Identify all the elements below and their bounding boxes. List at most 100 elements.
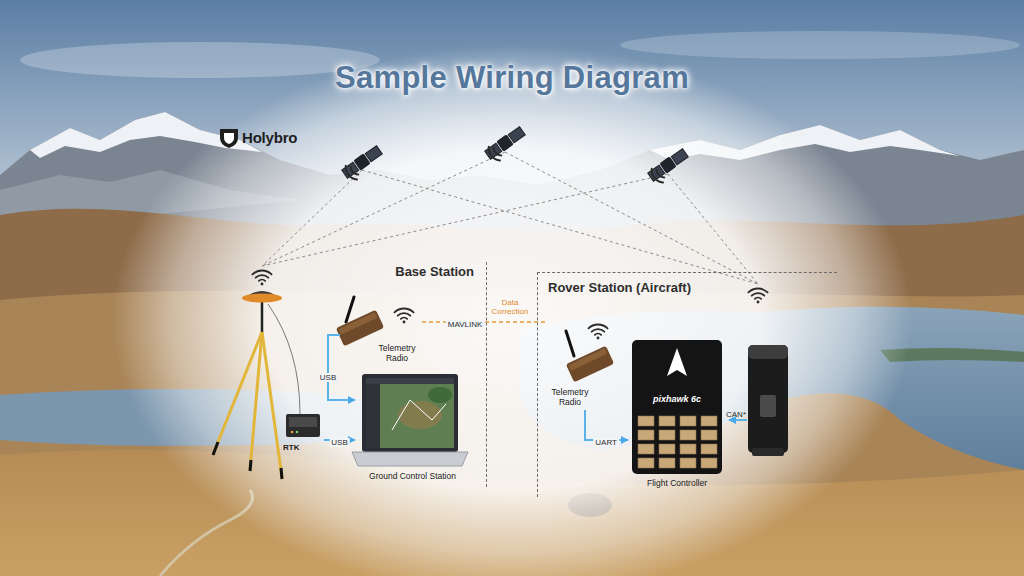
node-label: Telemetry Radio	[374, 344, 420, 364]
laptop-device	[352, 452, 468, 466]
landscape	[112, 45, 912, 576]
can-wire	[729, 420, 747, 421]
landscape	[620, 31, 1020, 59]
laptop-device	[366, 378, 454, 448]
base-gnss-tripod	[268, 304, 300, 414]
base-gnss-tripod	[261, 300, 264, 336]
cable-connector	[585, 410, 628, 440]
laptop-device	[428, 387, 452, 403]
laptop-device	[392, 400, 446, 430]
rtk-receiver	[291, 431, 294, 434]
satellite-signal-line	[505, 152, 758, 284]
wireless-icon	[588, 325, 607, 340]
diagram-title: Sample Wiring Diagram	[335, 60, 689, 95]
label-box: Data Correction	[488, 298, 532, 316]
node-label: Rover Station (Aircraft)	[548, 281, 691, 296]
node-label: Ground Control Station	[369, 472, 456, 482]
rtk-receiver	[286, 414, 320, 437]
flight-controller-device	[659, 416, 675, 426]
satellite-icon	[341, 145, 383, 180]
telemetry-radio-device	[566, 331, 574, 356]
signal-name: USB	[318, 373, 338, 382]
telemetry-radio-device	[336, 297, 384, 346]
node-label: pixhawk 6c	[653, 394, 701, 404]
node-label: RTK	[283, 443, 299, 452]
rover-gps-module	[748, 345, 788, 359]
flight-controller-device	[680, 430, 696, 440]
satellite-icon	[341, 126, 689, 183]
node-caption: Flight Controller	[647, 479, 707, 489]
rtk-receiver	[296, 431, 299, 434]
rover-gps-module	[752, 448, 784, 456]
flight-controller: pixhawk 6c Flight Controller	[628, 338, 726, 492]
flight-controller-device	[680, 444, 696, 454]
flight-controller-device	[638, 416, 654, 426]
node-label: Base Station	[395, 265, 474, 280]
laptop-device	[398, 401, 442, 429]
edge-label-box: MAVLINK	[446, 313, 485, 331]
brand-logo: Holybro	[242, 129, 297, 146]
laptop-device	[352, 374, 468, 466]
satellite-signal-line	[362, 170, 758, 284]
flight-controller-device	[680, 458, 696, 468]
telemetry-radio-device	[338, 312, 377, 334]
flight-controller-device	[667, 348, 687, 376]
data-link	[422, 321, 545, 323]
telemetry-radio-device	[566, 346, 614, 383]
base-gnss-tripod	[213, 442, 218, 455]
holybro-logo-icon	[220, 129, 238, 148]
flight-controller-device	[632, 340, 722, 474]
flight-controller-device	[701, 430, 717, 440]
rover-gps-module	[748, 345, 788, 456]
wireless-icon	[252, 271, 767, 340]
signal-name: UART	[593, 438, 619, 447]
satellite-icon	[647, 148, 689, 183]
telemetry-radio-device	[566, 346, 614, 383]
edge-label-box: USB	[318, 366, 338, 384]
telemetry-radio-device	[336, 310, 384, 347]
wireless-icon	[394, 309, 413, 324]
base-gnss-tripod	[250, 460, 251, 471]
laptop-device	[362, 374, 458, 452]
rover-gps-module	[760, 395, 776, 417]
wireless-icon	[252, 271, 271, 286]
flight-controller-device	[632, 340, 722, 474]
station-region: Base StationTelemetry RadioRTK Ground Con…	[200, 262, 487, 487]
flight-controller-device	[701, 444, 717, 454]
wireless-icon	[748, 289, 767, 304]
telemetry-radio: Telemetry Radio	[340, 296, 422, 366]
telemetry-radio-device	[346, 297, 354, 322]
laptop-device	[366, 378, 454, 384]
laptop-device	[366, 384, 380, 448]
rover-gps-module	[748, 345, 788, 453]
base-gnss-tripod	[281, 468, 282, 479]
satellite-signal-line	[262, 174, 668, 266]
flight-controller-device	[701, 458, 717, 468]
flight-controller-device	[659, 444, 675, 454]
flight-controller-device	[701, 416, 717, 426]
title-box: Sample Wiring Diagram	[0, 60, 1024, 96]
base-gnss-tripod	[242, 294, 282, 303]
can-wire	[729, 419, 747, 421]
signal-name: USB	[329, 438, 349, 447]
signal-name: CAN*	[726, 410, 746, 419]
flight-controller-device	[638, 444, 654, 454]
label-box: CAN*	[726, 403, 746, 421]
telemetry-radio-device	[566, 331, 614, 382]
flight-controller-device	[638, 430, 654, 440]
rtk-receiver: RTK	[280, 410, 324, 454]
flight-controller-device	[638, 458, 654, 468]
signal-name: MAVLINK	[446, 320, 485, 329]
cable-connector	[324, 439, 355, 441]
base-gnss-tripod	[250, 332, 262, 470]
flight-controller-device	[659, 430, 675, 440]
base-gnss-tripod	[262, 332, 282, 478]
edge-label-box: UART	[593, 431, 619, 449]
label-box: Holybro	[242, 129, 297, 147]
